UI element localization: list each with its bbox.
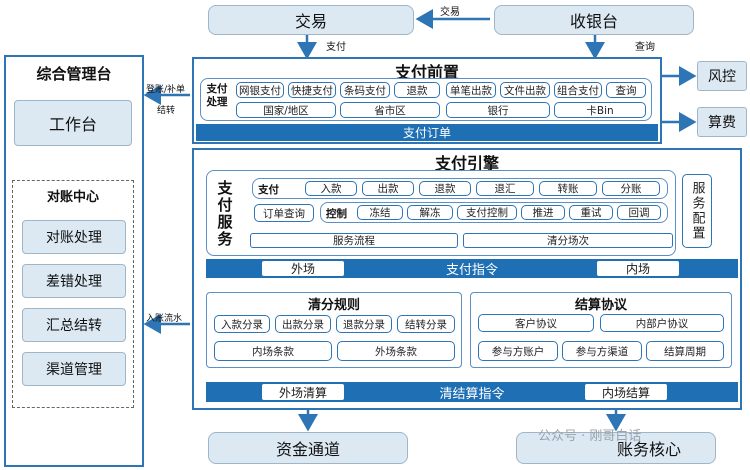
arrow-label-dengzhang: 登账/补单 (146, 85, 186, 95)
arrow-label-jiezhuan: 结转 (157, 106, 176, 116)
arrow-label-jiaoyi: 交易 (440, 7, 460, 18)
accounting-core-box[interactable]: 账务核心 (516, 432, 716, 464)
payment-item-0[interactable]: 入款 (305, 181, 357, 196)
control-item-3[interactable]: 推进 (521, 205, 565, 220)
front-title: 支付前置 (394, 63, 459, 82)
order-query-box[interactable]: 订单查询 (254, 204, 314, 222)
recon-center-title: 对账中心 (46, 190, 99, 205)
arrow-label-zhifu: 支付 (326, 42, 346, 53)
management-title: 综合管理台 (36, 65, 112, 83)
front-item-7[interactable]: 查询 (606, 82, 646, 98)
arrow-label-ruzhang: 入账流水 (146, 314, 183, 324)
front-item-3[interactable]: 退款 (394, 82, 440, 98)
control-row-label: 控制 (326, 208, 347, 220)
front-region-0[interactable]: 国家/地区 (236, 102, 336, 118)
clearing-item-1[interactable]: 出款分录 (275, 315, 331, 333)
front-region-1[interactable]: 省市区 (340, 102, 440, 118)
payment-item-2[interactable]: 退款 (419, 181, 471, 196)
jiaoyi-box[interactable]: 交易 (208, 5, 414, 35)
payment-item-5[interactable]: 分账 (602, 181, 660, 196)
shouyintai-box[interactable]: 收银台 (494, 5, 694, 35)
front-side-label: 支付 处理 (203, 83, 231, 109)
suanfei-box[interactable]: 算费 (697, 107, 747, 137)
front-label-2: 处理 (206, 96, 228, 108)
front-item-6[interactable]: 组合支付 (554, 82, 602, 98)
clearing-rules-title: 清分规则 (307, 298, 360, 313)
control-item-5[interactable]: 回调 (617, 205, 661, 220)
inner-field-box[interactable]: 内场 (597, 261, 679, 276)
inner-settlement-box[interactable]: 内场结算 (585, 384, 667, 400)
clearing-round-box[interactable]: 清分场次 (463, 233, 673, 248)
payment-order-band: 支付订单 (196, 124, 658, 141)
recon-item-2[interactable]: 汇总结转 (22, 308, 126, 342)
control-item-1[interactable]: 解冻 (407, 205, 453, 220)
control-item-0[interactable]: 冻结 (357, 205, 403, 220)
front-item-4[interactable]: 单笔出款 (446, 82, 496, 98)
workbench-box[interactable]: 工作台 (14, 100, 132, 146)
outer-field-box[interactable]: 外场 (262, 261, 344, 276)
recon-item-3[interactable]: 渠道管理 (22, 352, 126, 386)
front-label-1: 支付 (206, 83, 228, 95)
front-region-3[interactable]: 卡Bin (554, 102, 646, 118)
front-item-2[interactable]: 条码支付 (340, 82, 390, 98)
clearing-item-2[interactable]: 退款分录 (336, 315, 392, 333)
arrow-label-chaxun: 查询 (635, 42, 655, 53)
payment-item-4[interactable]: 转账 (539, 181, 597, 196)
control-item-2[interactable]: 支付控制 (457, 205, 517, 220)
settlement-title: 结算协议 (574, 298, 627, 313)
settlement-item-0[interactable]: 客户协议 (478, 314, 594, 332)
settlement-item-4[interactable]: 结算周期 (646, 341, 724, 361)
service-flow-box[interactable]: 服务流程 (250, 233, 458, 248)
engine-title: 支付引擎 (434, 154, 499, 173)
control-item-4[interactable]: 重试 (569, 205, 613, 220)
fund-channel-box[interactable]: 资金通道 (208, 432, 408, 464)
front-region-2[interactable]: 银行 (446, 102, 550, 118)
fengkong-box[interactable]: 风控 (697, 61, 747, 91)
watermark: 公众号 · 刚哥白话 (538, 429, 642, 444)
outer-clearing-box[interactable]: 外场清算 (262, 384, 344, 400)
payment-item-1[interactable]: 出款 (362, 181, 414, 196)
settlement-item-1[interactable]: 内部户协议 (600, 314, 724, 332)
clearing-item-3[interactable]: 结转分录 (397, 315, 455, 333)
front-item-5[interactable]: 文件出款 (500, 82, 550, 98)
settlement-item-2[interactable]: 参与方账户 (478, 341, 558, 361)
payment-row-label: 支付 (258, 184, 279, 196)
front-item-1[interactable]: 快捷支付 (288, 82, 336, 98)
service-label: 支付服务 (215, 180, 234, 248)
front-item-0[interactable]: 网银支付 (236, 82, 284, 98)
payment-item-3[interactable]: 退汇 (476, 181, 534, 196)
clearing-item-0[interactable]: 入款分录 (214, 315, 270, 333)
recon-center-box (12, 180, 134, 408)
inner-terms-box[interactable]: 内场条款 (214, 341, 332, 361)
recon-item-0[interactable]: 对账处理 (22, 220, 126, 254)
service-config-box[interactable]: 服务配置 (682, 174, 712, 248)
recon-item-1[interactable]: 差错处理 (22, 264, 126, 298)
settlement-item-3[interactable]: 参与方渠道 (562, 341, 642, 361)
outer-terms-box[interactable]: 外场条款 (337, 341, 455, 361)
